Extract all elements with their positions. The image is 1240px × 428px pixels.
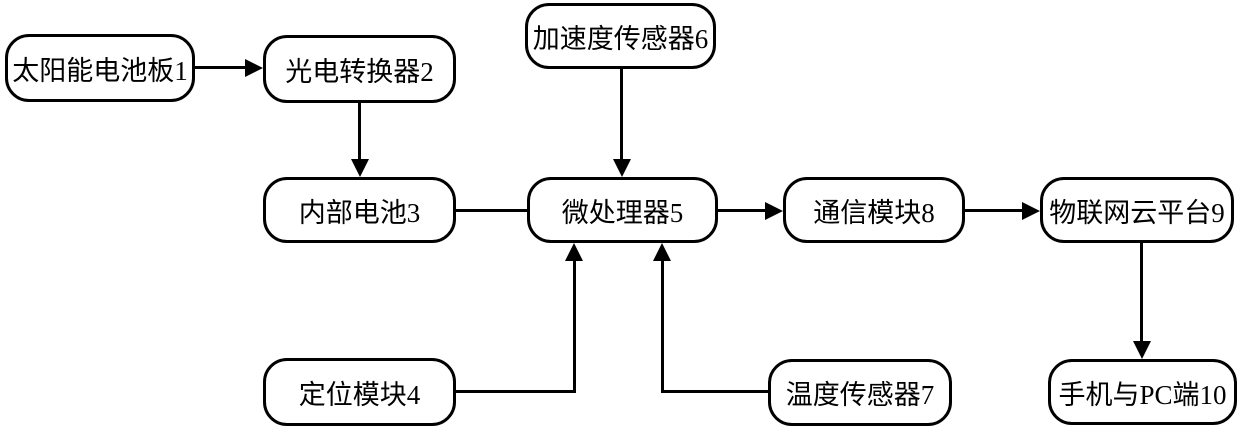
node-internal-battery-label: 内部电池3 bbox=[298, 197, 421, 228]
node-solar-panel-label: 太阳能电池板1 bbox=[12, 55, 188, 86]
edge-battery-to-mcu-line bbox=[454, 209, 529, 212]
arrowhead-right-icon bbox=[245, 59, 263, 77]
node-acceleration-sensor: 加速度传感器6 bbox=[525, 3, 716, 69]
node-microprocessor: 微处理器5 bbox=[527, 177, 718, 243]
edge-accel-to-mcu-line bbox=[620, 69, 623, 161]
node-phone-and-pc: 手机与PC端10 bbox=[1048, 359, 1237, 425]
edge-temperature-to-mcu-vertical-line bbox=[661, 259, 664, 393]
arrowhead-down-icon bbox=[613, 159, 631, 177]
arrowhead-up-icon bbox=[653, 243, 671, 261]
arrowhead-down-icon bbox=[351, 159, 369, 177]
arrowhead-right-icon bbox=[765, 202, 783, 220]
node-acceleration-sensor-label: 加速度传感器6 bbox=[532, 23, 709, 54]
edge-comm-to-cloud-line bbox=[963, 209, 1022, 212]
edge-converter-to-battery-line bbox=[358, 103, 361, 161]
arrowhead-right-icon bbox=[1022, 202, 1040, 220]
node-solar-panel: 太阳能电池板1 bbox=[5, 34, 195, 102]
edge-temperature-to-mcu-horizontal-line bbox=[663, 390, 770, 393]
edge-positioning-to-mcu-horizontal-line bbox=[454, 390, 576, 393]
node-iot-cloud-platform: 物联网云平台9 bbox=[1040, 177, 1234, 243]
node-iot-cloud-platform-label: 物联网云平台9 bbox=[1049, 197, 1225, 228]
arrowhead-up-icon bbox=[565, 243, 583, 261]
node-microprocessor-label: 微处理器5 bbox=[561, 197, 684, 228]
node-positioning-module-label: 定位模块4 bbox=[298, 379, 421, 410]
node-phone-and-pc-label: 手机与PC端10 bbox=[1058, 379, 1227, 410]
edge-solar-to-converter-line bbox=[195, 66, 247, 69]
node-communication-module-label: 通信模块8 bbox=[813, 197, 935, 228]
node-temperature-sensor-label: 温度传感器7 bbox=[785, 380, 935, 410]
node-positioning-module: 定位模块4 bbox=[263, 358, 456, 426]
edge-mcu-to-comm-line bbox=[716, 209, 767, 212]
edge-cloud-to-phone-line bbox=[1140, 243, 1143, 343]
node-communication-module: 通信模块8 bbox=[783, 177, 965, 243]
node-temperature-sensor: 温度传感器7 bbox=[768, 359, 952, 426]
edge-positioning-to-mcu-vertical-line bbox=[573, 259, 576, 393]
node-photoelectric-converter: 光电转换器2 bbox=[263, 35, 456, 103]
node-internal-battery: 内部电池3 bbox=[263, 177, 456, 243]
node-photoelectric-converter-label: 光电转换器2 bbox=[285, 56, 434, 87]
arrowhead-down-icon bbox=[1133, 341, 1151, 359]
